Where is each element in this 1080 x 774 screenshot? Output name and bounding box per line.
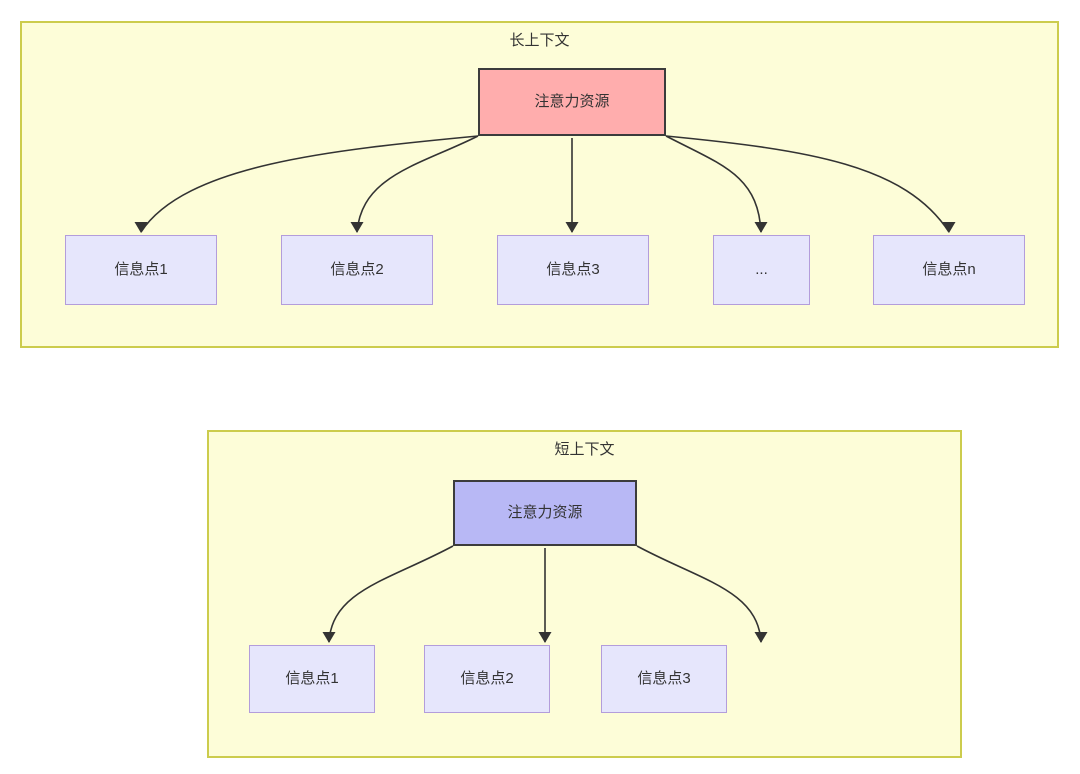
node-long-leaf-n[interactable]: 信息点n [873, 235, 1025, 305]
node-long-root[interactable]: 注意力资源 [478, 68, 666, 136]
node-short-leaf-2[interactable]: 信息点2 [424, 645, 550, 713]
group-title-short-context: 短上下文 [554, 441, 615, 458]
node-short-leaf-3[interactable]: 信息点3 [601, 645, 727, 713]
node-long-leaf-2[interactable]: 信息点2 [281, 235, 433, 305]
node-short-root[interactable]: 注意力资源 [453, 480, 637, 546]
node-short-leaf-1[interactable]: 信息点1 [249, 645, 375, 713]
node-long-leaf-3[interactable]: 信息点3 [497, 235, 649, 305]
node-long-leaf-4[interactable]: ... [713, 235, 810, 305]
node-long-leaf-1[interactable]: 信息点1 [65, 235, 217, 305]
group-title-long-context: 长上下文 [509, 32, 570, 49]
